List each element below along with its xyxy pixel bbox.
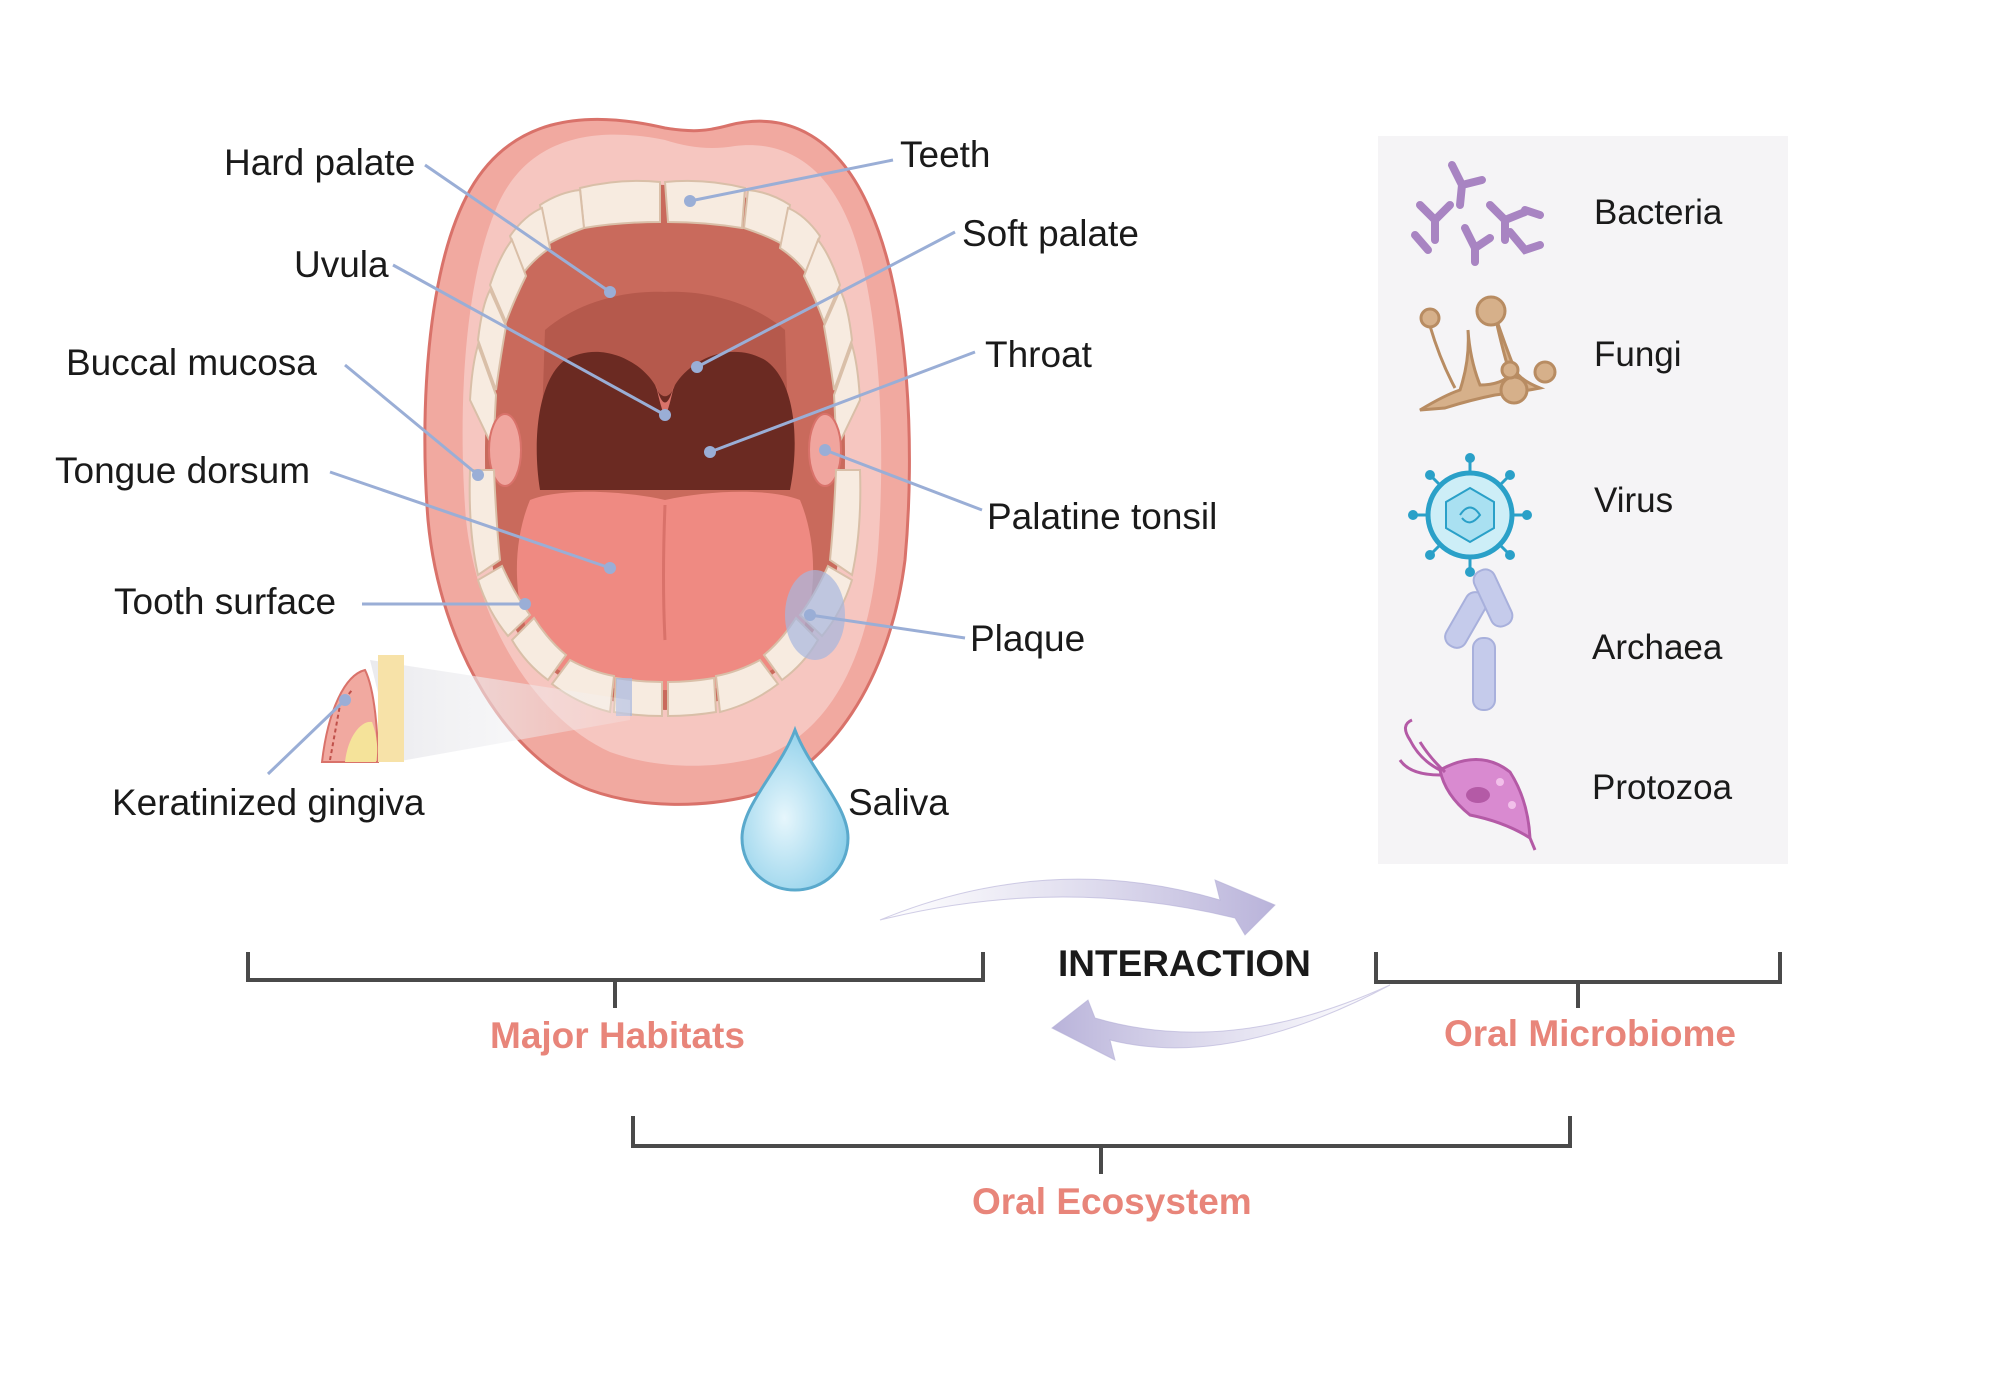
interaction-arrow-left [1051, 984, 1391, 1061]
tongue [516, 491, 814, 691]
label-soft-palate: Soft palate [962, 213, 1139, 254]
fungi-icon [1419, 295, 1557, 412]
legend-label-protozoa: Protozoa [1592, 768, 1733, 807]
interaction-arrow-right [879, 878, 1276, 936]
saliva-drop [740, 725, 850, 892]
label-tooth-surface: Tooth surface [114, 581, 337, 622]
leader-palatine-tonsil [824, 448, 983, 512]
label-buccal-mucosa: Buccal mucosa [66, 342, 317, 383]
label-throat: Throat [985, 334, 1092, 375]
virus-icon [1408, 453, 1532, 577]
protozoa-icon [1398, 718, 1537, 851]
interaction-label: INTERACTION [1058, 943, 1311, 984]
leader-plaque [809, 613, 966, 640]
major-habitats-label: Major Habitats [490, 1015, 745, 1056]
label-teeth: Teeth [900, 134, 991, 175]
label-keratinized-gingiva: Keratinized gingiva [112, 782, 425, 823]
legend-label-bacteria: Bacteria [1594, 193, 1723, 232]
leader-dots [339, 195, 831, 706]
label-uvula: Uvula [294, 244, 389, 285]
leader-keratinized-gingiva [266, 698, 347, 776]
bracket-major-habitats [246, 952, 985, 1008]
bacteria-icon [1411, 161, 1544, 266]
leader-throat [709, 350, 976, 454]
leader-teeth [689, 158, 894, 203]
oral-microbiome-label: Oral Microbiome [1444, 1013, 1736, 1054]
leader-lines [266, 158, 983, 776]
legend-label-archaea: Archaea [1592, 628, 1723, 667]
label-plaque: Plaque [970, 618, 1086, 659]
label-palatine-tonsil: Palatine tonsil [987, 496, 1218, 537]
leader-soft-palate [696, 230, 956, 369]
gingiva-inset [320, 655, 630, 763]
leader-tongue-dorsum [329, 470, 611, 570]
label-tongue-dorsum: Tongue dorsum [55, 450, 311, 491]
legend-label-fungi: Fungi [1594, 335, 1682, 374]
leader-buccal-mucosa [344, 363, 479, 477]
label-hard-palate: Hard palate [224, 142, 416, 183]
oral-ecosystem-label: Oral Ecosystem [972, 1181, 1252, 1222]
bracket-oral-microbiome [1374, 952, 1782, 1008]
archaea-icon [1444, 568, 1514, 711]
label-saliva: Saliva [848, 782, 949, 823]
leader-uvula [392, 263, 666, 417]
soft-palate-area [536, 291, 795, 490]
legend-label-virus: Virus [1594, 481, 1674, 520]
bracket-oral-ecosystem [631, 1116, 1572, 1174]
leader-hard-palate [424, 163, 611, 294]
